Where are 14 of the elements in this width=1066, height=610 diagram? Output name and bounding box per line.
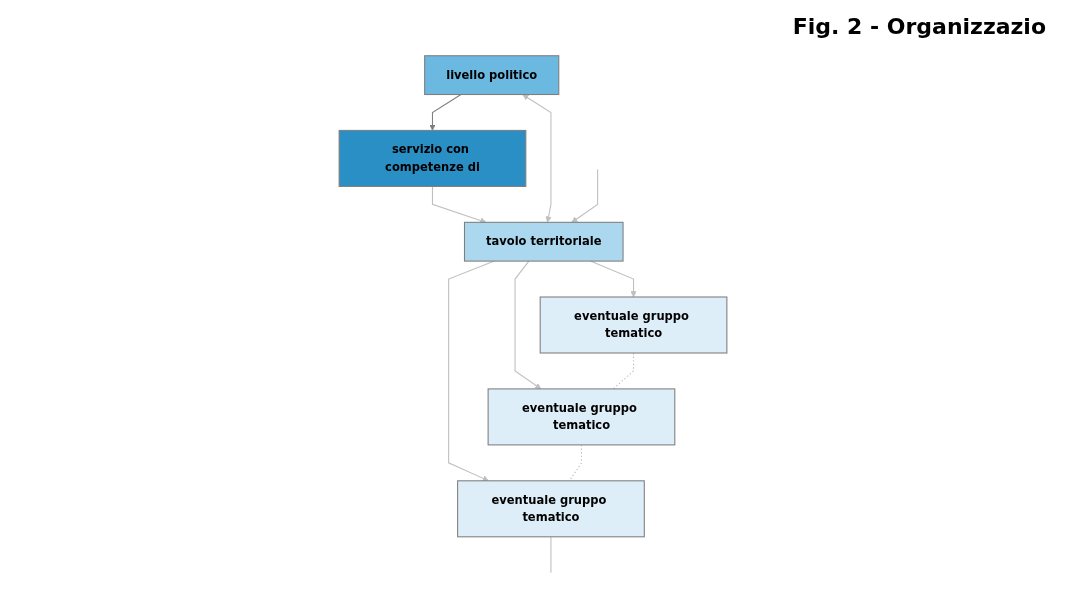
arrow	[429, 93, 462, 131]
arrow	[431, 185, 487, 224]
node-box: servizio con competenze di	[338, 129, 527, 187]
node-box: eventuale gruppo tematico	[487, 388, 676, 446]
node-box: livello politico	[424, 55, 560, 96]
arrow	[571, 168, 599, 223]
node-box: eventuale gruppo tematico	[457, 480, 645, 538]
arrow	[522, 94, 552, 223]
figure-title: Fig. 2 - Organizzazio	[792, 14, 1046, 39]
node-box: tavolo territoriale	[463, 221, 624, 262]
arrow	[514, 260, 542, 390]
connector	[569, 444, 582, 482]
node-box: eventuale gruppo tematico	[539, 296, 728, 354]
connector	[550, 536, 552, 574]
